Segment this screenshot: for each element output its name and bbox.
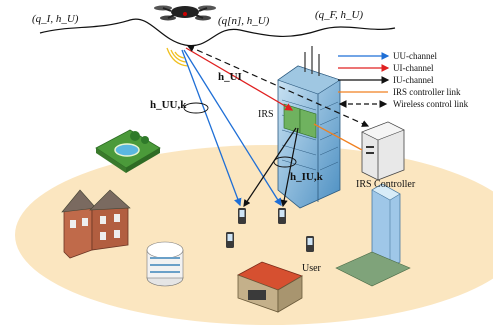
irs-controller-computer-icon [361,121,405,181]
legend-label-iu: IU-channel [393,75,434,85]
houses-icon [61,189,131,259]
skyscraper-icon [335,183,411,287]
uav-drone-icon [154,5,216,21]
phone-icon [278,208,286,224]
phone-icon [238,208,246,224]
wireless-control-link [186,45,370,127]
label-h-uu: h_UU,k [150,99,187,111]
legend-label-wireless: Wireless control link [393,99,469,109]
store-building-icon [237,261,303,313]
phone-icon [306,236,314,252]
user-devices [226,208,314,252]
park-icon [95,129,161,173]
label-trajectory-point: (q[n], h_U) [218,15,270,27]
label-irs-controller: IRS Controller [356,179,416,190]
uav-trajectory [39,18,396,47]
label-h-ui: h_UI [218,71,242,83]
label-h-iu: h_IU,k [290,171,323,183]
iu-channels [243,127,299,208]
legend [338,52,390,108]
label-user: User [302,263,321,274]
label-final-position: (q_F, h_U) [315,9,364,21]
legend-label-ui: UI-channel [393,63,434,73]
phone-icon [226,232,234,248]
irs-controller-link [313,123,363,151]
legend-label-uu: UU-channel [393,51,437,61]
label-start-position: (q_I, h_U) [32,13,79,25]
signal-waves-icon [166,47,189,67]
label-irs: IRS [258,109,274,120]
round-building-icon [146,241,184,287]
legend-label-controller: IRS controller link [393,87,461,97]
